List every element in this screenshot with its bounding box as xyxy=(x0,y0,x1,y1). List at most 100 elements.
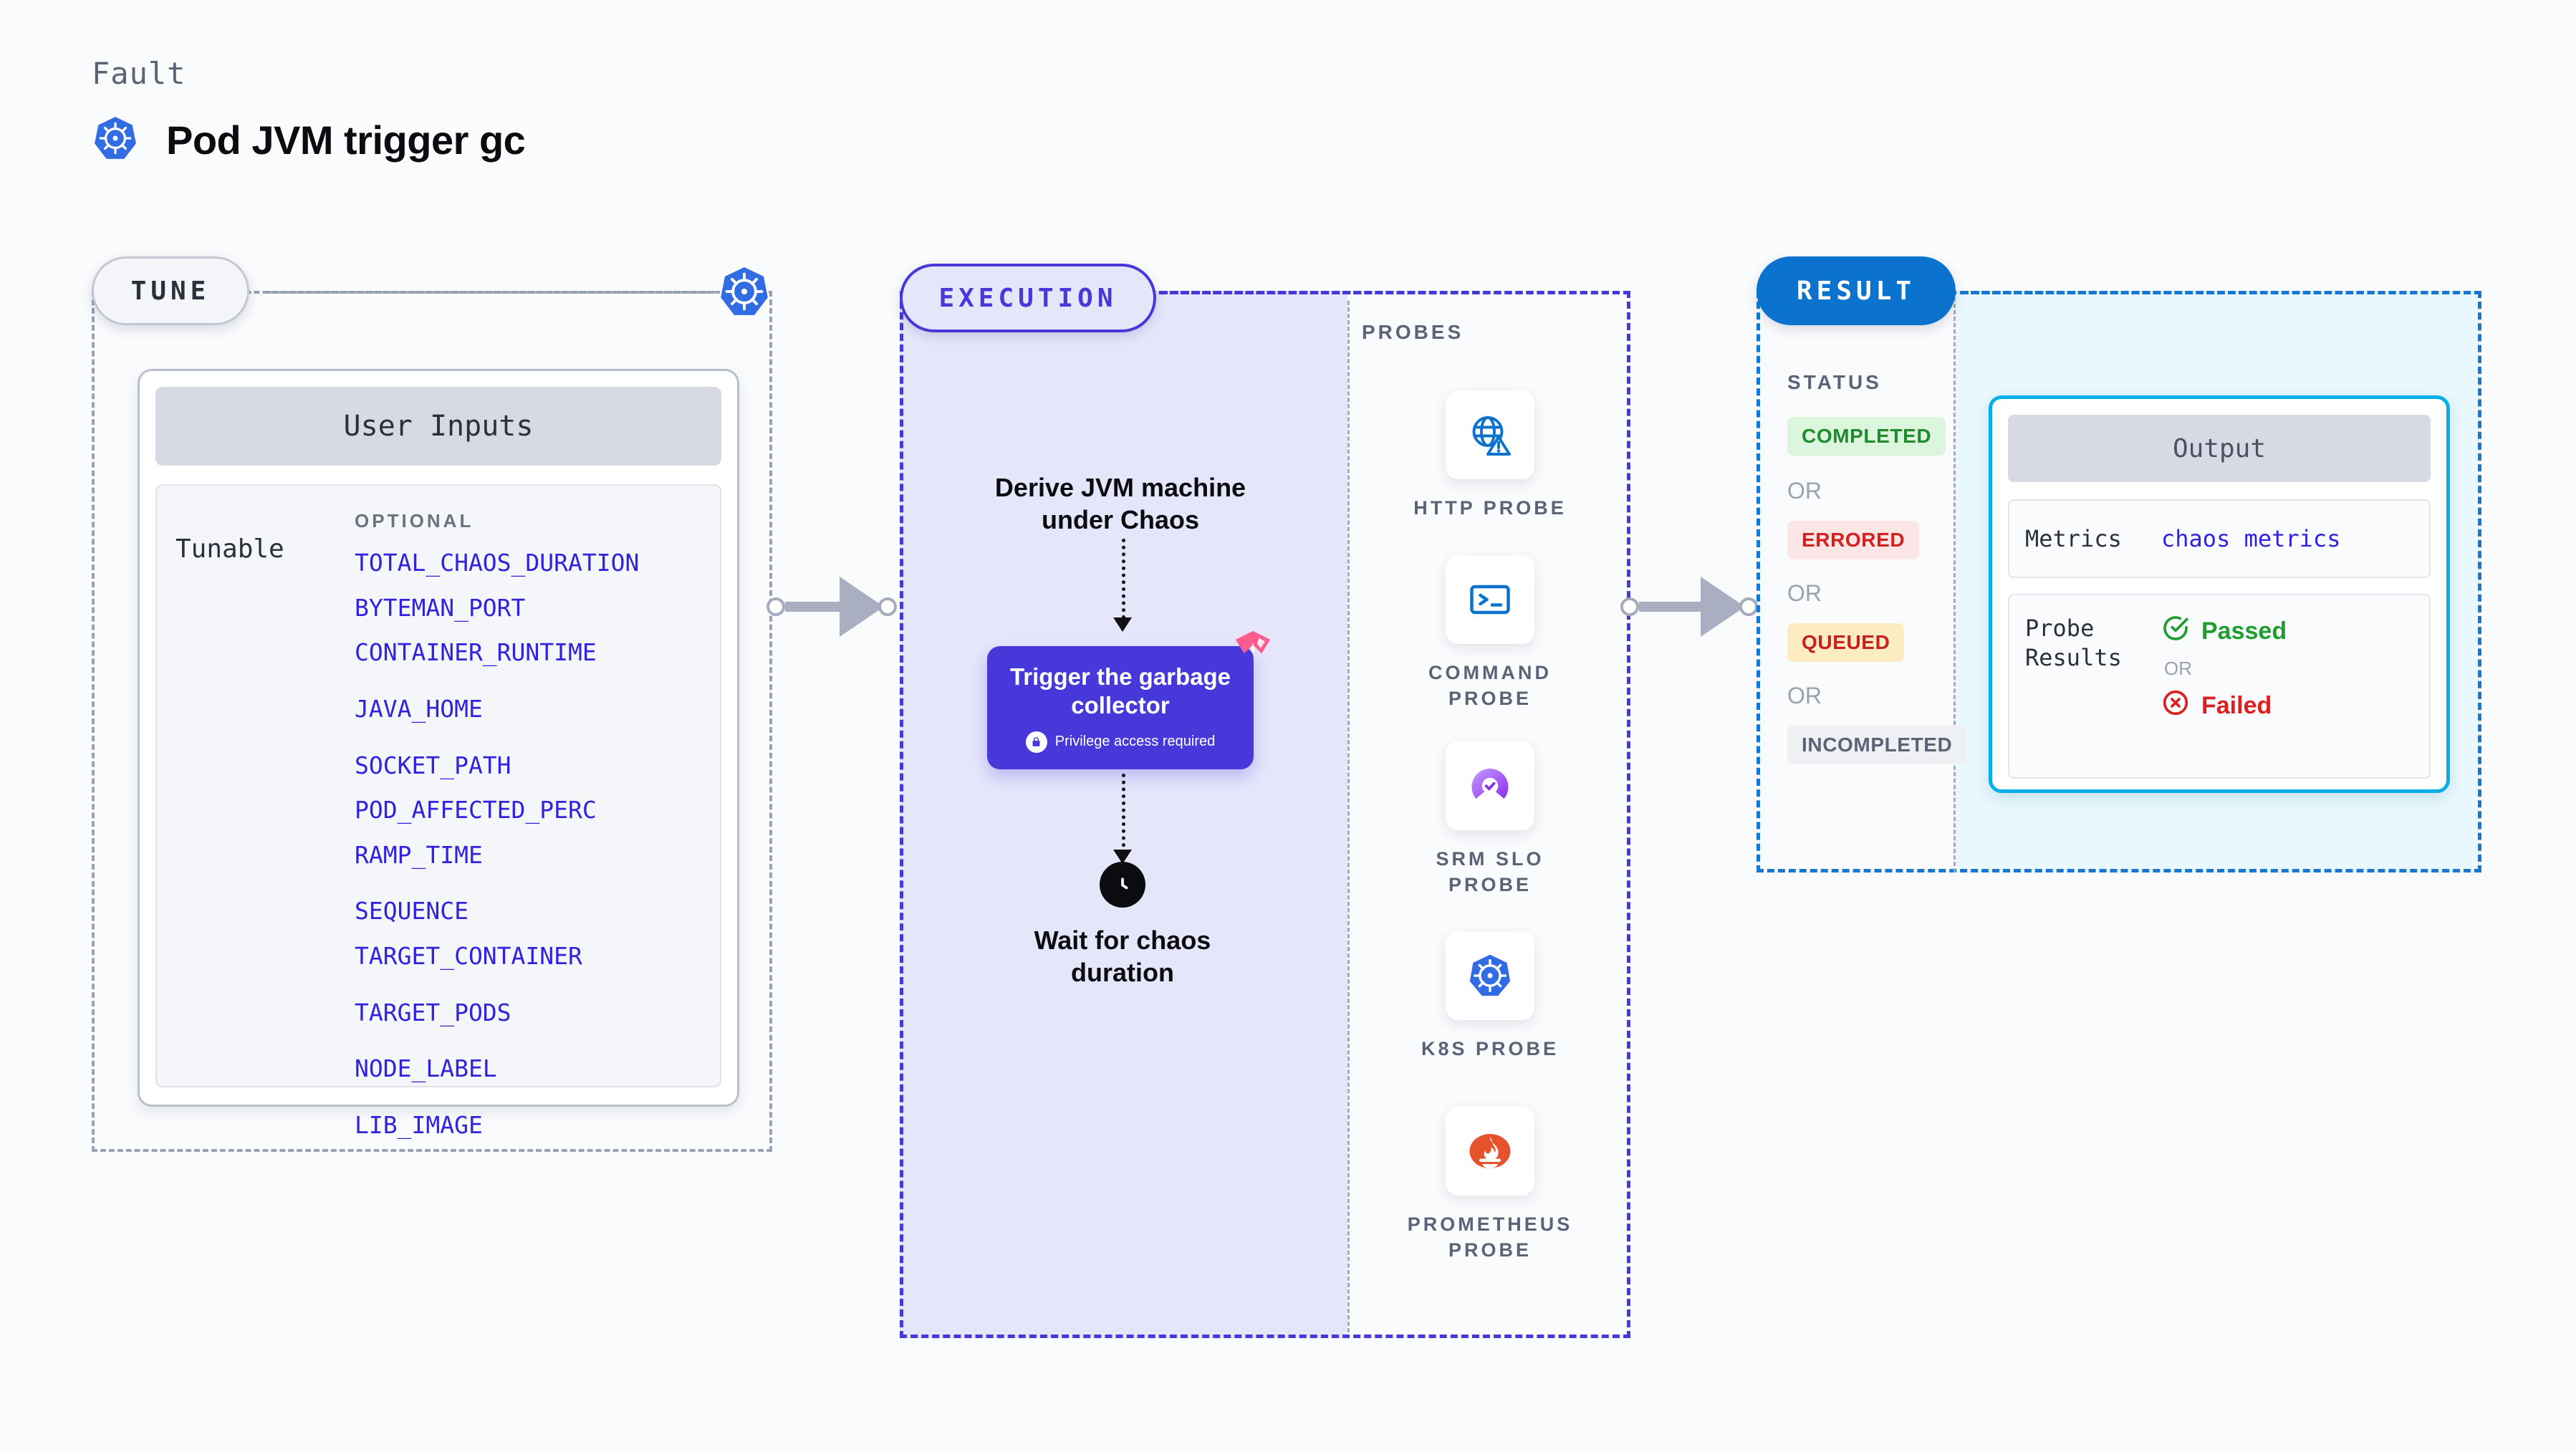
tunable-param-list: OPTIONAL TOTAL_CHAOS_DURATION BYTEMAN_PO… xyxy=(355,510,701,1138)
status-badge-errored-label: ERRORED xyxy=(1802,529,1905,551)
status-or-2: OR xyxy=(1787,580,1822,606)
probe-http-label: HTTP PROBE xyxy=(1413,497,1567,519)
result-stage-label: RESULT xyxy=(1796,276,1916,306)
trigger-card-privilege-label: Privilege access required xyxy=(1054,734,1216,750)
user-inputs-body: Tunable OPTIONAL TOTAL_CHAOS_DURATION BY… xyxy=(155,484,721,1138)
srm-slo-icon[interactable] xyxy=(1446,741,1534,830)
optional-label: OPTIONAL xyxy=(355,510,474,532)
probe-result-failed: Failed xyxy=(2161,688,2287,723)
probes-section-label: PROBES xyxy=(1362,321,1464,343)
trigger-card-privilege-row: Privilege access required xyxy=(1025,731,1216,753)
param-socket-path[interactable]: SOCKET_PATH xyxy=(355,751,511,779)
tune-stage-label: TUNE xyxy=(130,276,211,306)
tune-boundary-kubernetes-icon xyxy=(716,264,772,323)
execution-stage-label: EXECUTION xyxy=(938,283,1118,313)
execution-flow-arrow-2-icon xyxy=(1113,850,1132,864)
kubernetes-icon[interactable] xyxy=(1446,931,1534,1020)
output-metrics-key: Metrics xyxy=(2025,524,2122,552)
status-badge-queued: QUEUED xyxy=(1787,623,1905,662)
probe-prometheus[interactable]: PROMETHEUS PROBE xyxy=(1400,1107,1580,1264)
tunable-label: Tunable xyxy=(176,534,284,564)
param-total-chaos-duration[interactable]: TOTAL_CHAOS_DURATION xyxy=(355,549,640,577)
probe-result-passed: Passed xyxy=(2161,614,2287,649)
execution-flow-line-2 xyxy=(1122,774,1125,854)
probe-srm-slo[interactable]: SRM SLO PROBE xyxy=(1400,741,1580,898)
output-metrics-row: Metrics chaos metrics xyxy=(2008,499,2431,578)
litmus-chaos-icon xyxy=(1232,628,1274,673)
probe-k8s[interactable]: K8S PROBE xyxy=(1400,931,1580,1062)
connector-tune-to-execution xyxy=(766,577,903,637)
connector-start-dot xyxy=(1620,597,1639,616)
execution-step-derive-jvm-label: Derive JVM machine under Chaos xyxy=(994,473,1246,535)
output-probe-results-row: Probe Results Passed OR xyxy=(2008,594,2431,779)
terminal-icon[interactable] xyxy=(1446,555,1534,644)
param-target-pods[interactable]: TARGET_PODS xyxy=(355,998,511,1027)
result-status-label: STATUS xyxy=(1787,371,1882,393)
probe-k8s-label: K8S PROBE xyxy=(1421,1038,1559,1059)
globe-warning-icon[interactable] xyxy=(1446,390,1534,479)
param-java-home[interactable]: JAVA_HOME xyxy=(355,694,483,723)
output-card-header: Output xyxy=(2008,415,2431,482)
probe-prometheus-label: PROMETHEUS PROBE xyxy=(1407,1213,1573,1261)
connector-arrowhead-icon xyxy=(840,577,884,637)
result-status-column xyxy=(1756,291,1956,872)
execution-top-dashed-connector xyxy=(1160,291,1630,294)
execution-flow-line-1 xyxy=(1122,539,1125,619)
probe-command[interactable]: COMMAND PROBE xyxy=(1400,555,1580,712)
param-sequence[interactable]: SEQUENCE xyxy=(355,897,468,925)
connector-end-dot xyxy=(878,597,897,616)
probe-result-or: OR xyxy=(2164,658,2192,679)
param-lib-image[interactable]: LIB_IMAGE xyxy=(355,1111,483,1140)
output-metrics-value[interactable]: chaos metrics xyxy=(2161,525,2341,552)
x-circle-icon xyxy=(2161,688,2190,723)
connector-arrowhead-icon xyxy=(1701,577,1745,637)
output-probe-results-values: Passed OR Failed xyxy=(2161,614,2287,759)
kubernetes-icon xyxy=(92,115,139,165)
execution-flow-arrow-1-icon xyxy=(1113,617,1132,632)
trigger-garbage-collector-card[interactable]: Trigger the garbage collector Privilege … xyxy=(987,630,1271,769)
user-inputs-card: User Inputs Tunable OPTIONAL TOTAL_CHAOS… xyxy=(138,369,739,1138)
execution-step-wait: Wait for chaos duration xyxy=(1001,924,1244,989)
connector-end-dot xyxy=(1739,597,1758,616)
output-probe-results-key: Probe Results xyxy=(2025,615,2122,671)
probe-result-failed-label: Failed xyxy=(2201,692,2272,719)
clock-icon xyxy=(1100,862,1145,908)
execution-stage-pill[interactable]: EXECUTION xyxy=(900,264,1156,332)
status-badge-incompleted: INCOMPLETED xyxy=(1787,726,1967,764)
user-inputs-header: User Inputs xyxy=(155,387,721,466)
probe-srm-slo-label: SRM SLO PROBE xyxy=(1436,848,1544,896)
status-badge-completed-label: COMPLETED xyxy=(1802,425,1932,447)
param-target-container[interactable]: TARGET_CONTAINER xyxy=(355,942,582,971)
probe-command-label: COMMAND PROBE xyxy=(1428,662,1552,710)
lock-icon xyxy=(1025,731,1047,753)
connector-line xyxy=(785,602,841,612)
execution-probes-divider xyxy=(1347,301,1350,1332)
status-or-1: OR xyxy=(1787,478,1822,504)
page-title-row: Pod JVM trigger gc xyxy=(92,115,526,165)
param-byteman-port[interactable]: BYTEMAN_PORT xyxy=(355,593,526,622)
status-badge-queued-label: QUEUED xyxy=(1802,631,1890,653)
prometheus-icon[interactable] xyxy=(1446,1107,1534,1196)
tune-region: User Inputs Tunable OPTIONAL TOTAL_CHAOS… xyxy=(92,291,772,1152)
check-circle-icon xyxy=(2161,614,2190,649)
status-badge-errored: ERRORED xyxy=(1787,521,1920,559)
param-pod-affected-perc[interactable]: POD_AFFECTED_PERC xyxy=(355,796,597,824)
status-or-3: OR xyxy=(1787,683,1822,708)
execution-step-derive-jvm: Derive JVM machine under Chaos xyxy=(977,471,1264,537)
result-stage-pill[interactable]: RESULT xyxy=(1756,256,1956,325)
tune-stage-pill[interactable]: TUNE xyxy=(92,256,249,325)
probe-http[interactable]: HTTP PROBE xyxy=(1400,390,1580,521)
output-card: Output Metrics chaos metrics Probe Resul… xyxy=(1989,395,2450,793)
connector-start-dot xyxy=(766,597,785,616)
status-badge-completed: COMPLETED xyxy=(1787,417,1946,456)
page-title: Pod JVM trigger gc xyxy=(166,117,526,163)
status-badge-incompleted-label: INCOMPLETED xyxy=(1802,734,1953,756)
probe-result-passed-label: Passed xyxy=(2201,617,2287,645)
connector-probes-to-result xyxy=(1620,577,1764,637)
result-top-dashed-connector xyxy=(1961,291,2481,294)
param-node-label[interactable]: NODE_LABEL xyxy=(355,1054,497,1083)
param-ramp-time[interactable]: RAMP_TIME xyxy=(355,840,483,869)
page-kicker: Fault xyxy=(92,56,186,91)
param-container-runtime[interactable]: CONTAINER_RUNTIME xyxy=(355,638,597,667)
